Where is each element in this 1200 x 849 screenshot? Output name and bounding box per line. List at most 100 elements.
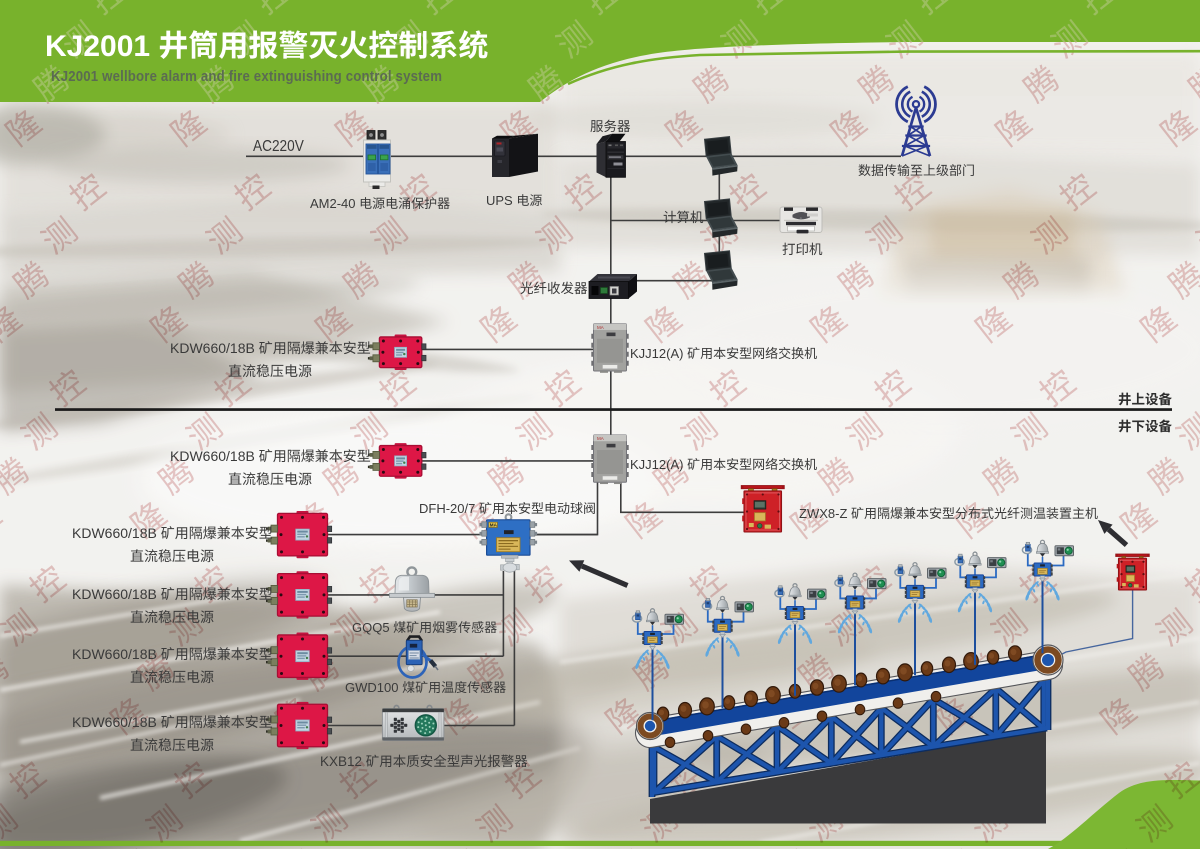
- svg-text:测: 测: [875, 9, 931, 67]
- svg-text:测: 测: [505, 401, 561, 459]
- svg-text:控: 控: [718, 161, 774, 219]
- svg-text:测: 测: [795, 793, 851, 849]
- svg-text:控: 控: [698, 357, 754, 415]
- svg-text:隆: 隆: [159, 97, 215, 155]
- svg-text:测: 测: [1125, 793, 1181, 849]
- svg-text:腾: 腾: [272, 837, 328, 849]
- svg-text:隆: 隆: [924, 685, 980, 743]
- svg-text:MA: MA: [597, 325, 604, 330]
- svg-text:腾: 腾: [1012, 53, 1068, 111]
- svg-text:控: 控: [863, 357, 919, 415]
- svg-text:腾: 腾: [952, 641, 1008, 699]
- svg-text:控: 控: [903, 0, 959, 23]
- svg-text:腾: 腾: [437, 837, 493, 849]
- svg-text:测: 测: [300, 793, 356, 849]
- svg-text:隆: 隆: [0, 489, 10, 547]
- svg-text:控: 控: [223, 161, 279, 219]
- svg-text:隆: 隆: [489, 97, 545, 155]
- svg-text:腾: 腾: [2, 249, 58, 307]
- svg-text:控: 控: [1193, 357, 1200, 415]
- svg-text:测: 测: [855, 205, 911, 263]
- svg-text:测: 测: [960, 793, 1016, 849]
- svg-text:测: 测: [1145, 597, 1200, 655]
- svg-text:控: 控: [348, 553, 404, 611]
- svg-text:测: 测: [135, 793, 191, 849]
- svg-text:腾: 腾: [0, 445, 38, 503]
- svg-text:测: 测: [980, 597, 1036, 655]
- svg-text:隆: 隆: [469, 293, 525, 351]
- svg-text:控: 控: [368, 357, 424, 415]
- svg-text:控: 控: [1028, 357, 1084, 415]
- svg-text:测: 测: [30, 205, 86, 263]
- svg-text:控: 控: [1173, 553, 1200, 611]
- svg-text:控: 控: [1153, 749, 1200, 807]
- svg-text:控: 控: [678, 553, 734, 611]
- svg-text:腾: 腾: [167, 249, 223, 307]
- svg-text:隆: 隆: [614, 489, 670, 547]
- svg-text:测: 测: [465, 793, 521, 849]
- svg-text:控: 控: [163, 749, 219, 807]
- svg-text:腾: 腾: [602, 837, 658, 849]
- svg-text:隆: 隆: [984, 97, 1040, 155]
- svg-text:腾: 腾: [787, 641, 843, 699]
- svg-text:隆: 隆: [1149, 97, 1200, 155]
- svg-text:腾: 腾: [477, 445, 533, 503]
- svg-text:腾: 腾: [992, 249, 1048, 307]
- svg-text:隆: 隆: [1129, 293, 1185, 351]
- svg-text:隆: 隆: [0, 97, 50, 155]
- svg-text:控: 控: [0, 749, 54, 807]
- svg-text:隆: 隆: [819, 97, 875, 155]
- svg-text:测: 测: [815, 597, 871, 655]
- svg-text:腾: 腾: [972, 445, 1028, 503]
- svg-text:腾: 腾: [1097, 837, 1153, 849]
- svg-text:控: 控: [658, 749, 714, 807]
- svg-text:测: 测: [0, 597, 46, 655]
- svg-text:腾: 腾: [682, 53, 738, 111]
- svg-text:腾: 腾: [332, 249, 388, 307]
- svg-text:腾: 腾: [292, 641, 348, 699]
- svg-text:控: 控: [1008, 553, 1064, 611]
- svg-text:腾: 腾: [1177, 53, 1200, 111]
- svg-text:MA: MA: [490, 523, 498, 528]
- svg-text:隆: 隆: [759, 685, 815, 743]
- svg-text:隆: 隆: [654, 97, 710, 155]
- svg-text:控: 控: [1048, 161, 1104, 219]
- svg-text:控: 控: [573, 0, 629, 23]
- svg-text:测: 测: [1020, 205, 1076, 263]
- svg-text:腾: 腾: [847, 53, 903, 111]
- svg-text:隆: 隆: [594, 685, 650, 743]
- svg-text:腾: 腾: [1137, 445, 1193, 503]
- svg-text:控: 控: [988, 749, 1044, 807]
- svg-text:隆: 隆: [324, 97, 380, 155]
- svg-text:隆: 隆: [964, 293, 1020, 351]
- svg-text:腾: 腾: [0, 641, 18, 699]
- svg-text:测: 测: [670, 401, 726, 459]
- svg-text:测: 测: [630, 793, 686, 849]
- svg-text:腾: 腾: [517, 53, 573, 111]
- svg-text:腾: 腾: [827, 249, 883, 307]
- svg-text:控: 控: [18, 553, 74, 611]
- svg-text:测: 测: [1040, 9, 1096, 67]
- svg-text:控: 控: [513, 553, 569, 611]
- svg-text:腾: 腾: [932, 837, 988, 849]
- svg-text:隆: 隆: [1109, 489, 1165, 547]
- svg-text:测: 测: [0, 793, 26, 849]
- svg-text:控: 控: [553, 161, 609, 219]
- svg-text:测: 测: [1000, 401, 1056, 459]
- svg-text:隆: 隆: [0, 293, 30, 351]
- svg-text:测: 测: [1185, 205, 1200, 263]
- svg-text:腾: 腾: [1157, 249, 1200, 307]
- svg-text:控: 控: [738, 0, 794, 23]
- svg-text:隆: 隆: [1089, 685, 1145, 743]
- svg-text:测: 测: [835, 401, 891, 459]
- svg-text:腾: 腾: [662, 249, 718, 307]
- svg-text:腾: 腾: [1117, 641, 1173, 699]
- svg-text:测: 测: [710, 9, 766, 67]
- svg-text:控: 控: [823, 749, 879, 807]
- svg-text:测: 测: [10, 401, 66, 459]
- svg-text:控: 控: [533, 357, 589, 415]
- svg-text:控: 控: [38, 357, 94, 415]
- svg-text:测: 测: [650, 597, 706, 655]
- svg-text:测: 测: [525, 205, 581, 263]
- svg-text:腾: 腾: [622, 641, 678, 699]
